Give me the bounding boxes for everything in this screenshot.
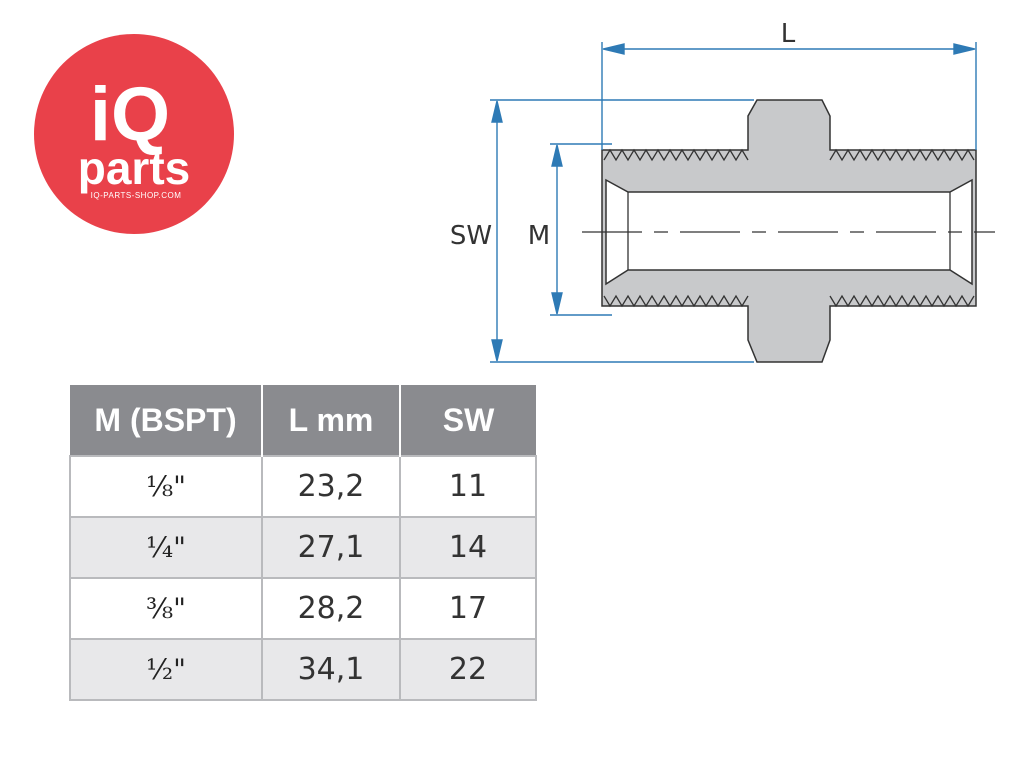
logo-brand-bottom: parts — [78, 142, 190, 194]
cell-length: 23,2 — [261, 455, 401, 518]
table-row: ¼" 27,1 14 — [69, 516, 537, 579]
table-header-row: M (BSPT) L mm SW — [70, 385, 536, 456]
logo-tagline: IQ-PARTS-SHOP.COM — [91, 191, 182, 200]
cell-sw: 14 — [399, 516, 537, 579]
cell-sw: 11 — [399, 455, 537, 518]
header-m-bspt: M (BSPT) — [70, 385, 263, 456]
thread-top — [603, 148, 749, 162]
dim-m-arrow-top — [551, 144, 563, 167]
table-row: ⅜" 28,2 17 — [69, 577, 537, 640]
logo-brand-top: iQ — [90, 72, 170, 157]
label-l: L — [781, 20, 796, 49]
thread-bottom-right — [829, 294, 975, 308]
cell-thread: ⅜" — [69, 577, 263, 640]
label-sw: SW — [450, 221, 492, 251]
iq-parts-logo: iQ parts IQ-PARTS-SHOP.COM — [34, 34, 234, 234]
thread-top-right — [829, 148, 975, 162]
spec-table: M (BSPT) L mm SW ⅛" 23,2 11 ¼" 27,1 14 ⅜… — [69, 385, 537, 701]
dim-sw-arrow-bottom — [491, 339, 503, 362]
cell-thread: ¼" — [69, 516, 263, 579]
dim-l-arrow-left — [602, 43, 625, 55]
cell-sw: 22 — [399, 638, 537, 701]
dim-m-arrow-bottom — [551, 292, 563, 315]
fitting-drawing: L SW M — [450, 20, 995, 363]
dim-sw-arrow-top — [491, 100, 503, 123]
cell-thread: ½" — [69, 638, 263, 701]
cell-sw: 17 — [399, 577, 537, 640]
cell-thread: ⅛" — [69, 455, 263, 518]
table-row: ½" 34,1 22 — [69, 638, 537, 701]
dim-l-arrow-right — [953, 43, 976, 55]
thread-bottom — [603, 294, 749, 308]
table-row: ⅛" 23,2 11 — [69, 455, 537, 518]
header-l-mm: L mm — [262, 385, 401, 456]
cell-length: 27,1 — [261, 516, 401, 579]
cell-length: 28,2 — [261, 577, 401, 640]
cell-length: 34,1 — [261, 638, 401, 701]
logo-circle — [34, 34, 234, 234]
header-sw: SW — [400, 385, 536, 456]
label-m: M — [528, 221, 550, 251]
